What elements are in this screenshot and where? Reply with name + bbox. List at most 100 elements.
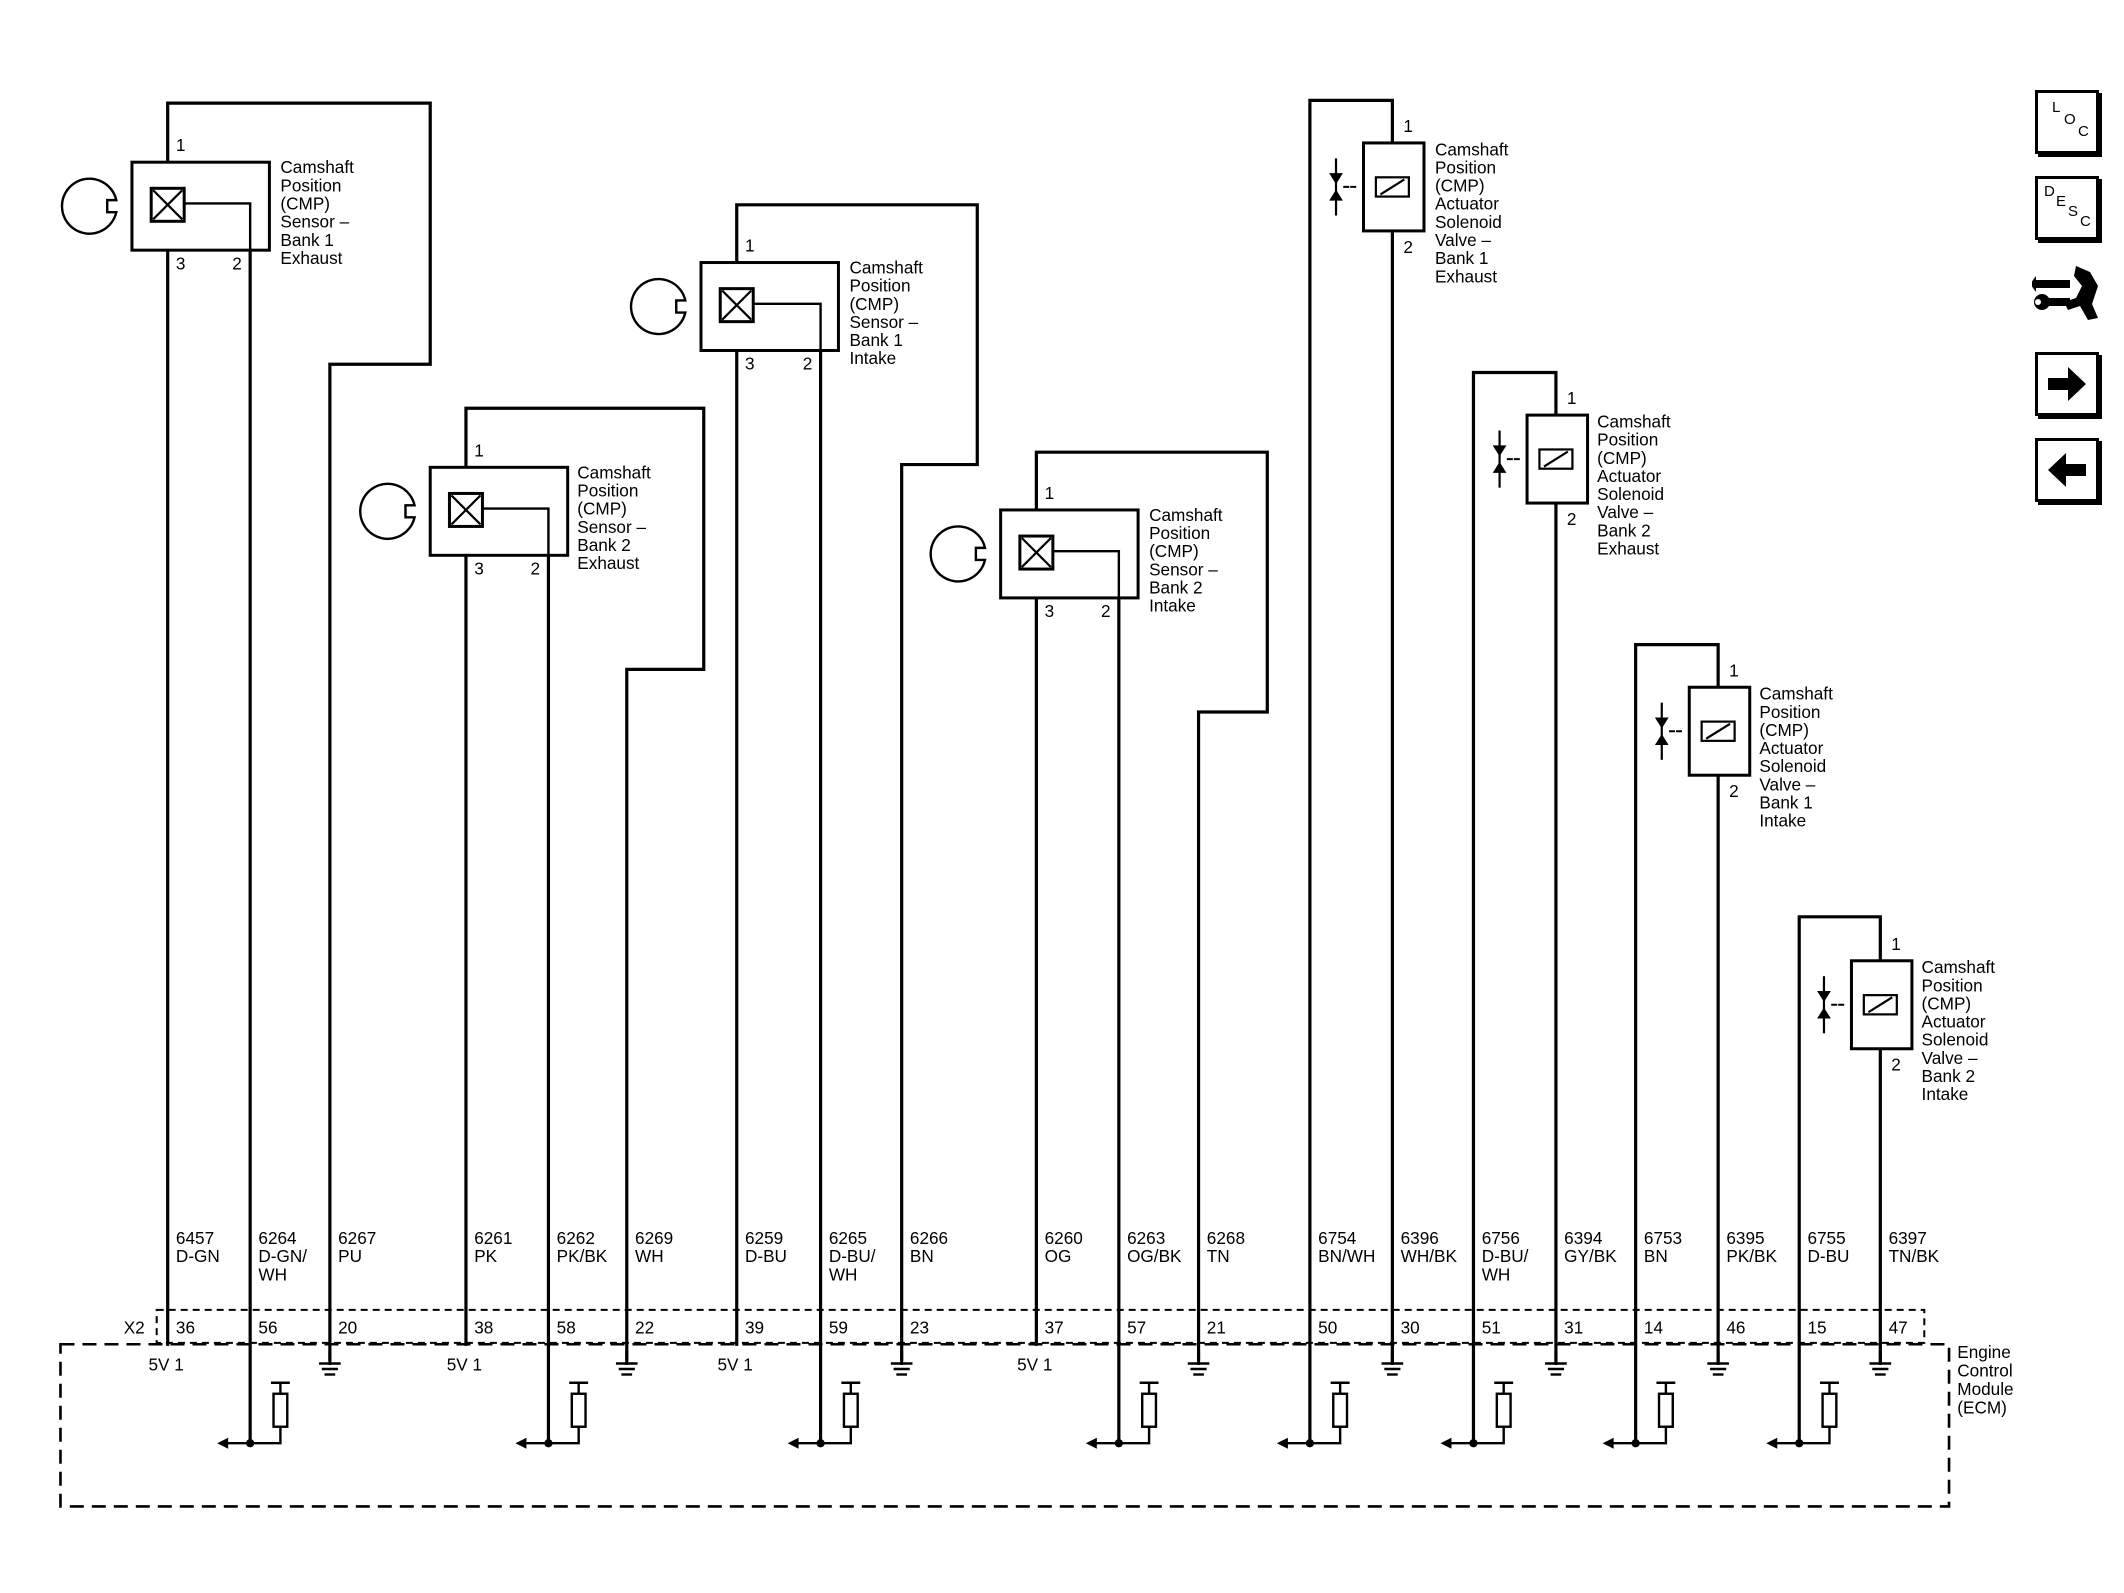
valve-arrow: [1817, 991, 1831, 1003]
signal-arrow-icon: [787, 1437, 799, 1449]
wire-color: D-BU/: [829, 1246, 876, 1266]
loc-button[interactable]: L O C: [2035, 90, 2099, 154]
component-label-line: Valve –: [1597, 502, 1653, 522]
valve-arrow: [1492, 445, 1507, 457]
ecm-label-line: (ECM): [1957, 1398, 2007, 1418]
circuit-number: 6395: [1726, 1228, 1764, 1248]
component-label-line: Position: [1922, 975, 1983, 995]
pin-number: 2: [1891, 1055, 1901, 1075]
connector-pin-number: 51: [1482, 1317, 1501, 1337]
pin-number: 2: [1729, 781, 1739, 801]
circuit-number: 6753: [1644, 1228, 1682, 1248]
resistor-lead: [1635, 1426, 1668, 1445]
next-button[interactable]: [2035, 352, 2099, 416]
pin-number: 2: [531, 559, 541, 579]
resistor-icon: [1332, 1392, 1349, 1428]
sensor-internal-lead: [753, 302, 822, 351]
wire-color: TN/BK: [1889, 1246, 1940, 1266]
sensor-x-stroke: [721, 289, 753, 321]
solenoid-coil-stroke: [1867, 996, 1893, 1014]
component-label-line: Position: [280, 175, 341, 195]
connector-pin-number: 50: [1318, 1317, 1337, 1337]
resistor-lead: [1473, 1426, 1505, 1445]
reluctor-wheel-icon: [60, 177, 118, 235]
circuit-number: 6268: [1207, 1228, 1245, 1248]
component-label-line: Camshaft: [1597, 411, 1671, 431]
component-label-line: Valve –: [1759, 774, 1815, 794]
connector-pin-number: 37: [1045, 1317, 1064, 1337]
circuit-number: 6266: [910, 1228, 948, 1248]
sensor-x-stroke: [450, 494, 482, 526]
wire-sensor-pin1: [1034, 450, 1269, 1361]
component-label-line: (CMP): [1922, 993, 1972, 1013]
component-label-line: Actuator: [1922, 1012, 1986, 1032]
pin-number: 2: [1403, 237, 1413, 257]
pin-number: 1: [745, 236, 755, 256]
component-label-line: Bank 2: [1597, 520, 1650, 540]
component-label-line: Camshaft: [849, 258, 923, 278]
signal-arrow-icon: [1276, 1437, 1288, 1449]
component-label-line: Valve –: [1922, 1048, 1978, 1068]
pin-number: 3: [745, 354, 755, 374]
sensor-x-stroke: [152, 189, 183, 221]
component-label-line: Exhaust: [280, 248, 342, 268]
circuit-number: 6755: [1807, 1228, 1845, 1248]
component-label-line: Sensor –: [849, 312, 918, 332]
component-label-line: Bank 2: [1922, 1066, 1975, 1086]
wire-color: PK/BK: [1726, 1246, 1777, 1266]
sensor-x-stroke: [1021, 537, 1052, 568]
signal-arrow-icon: [217, 1437, 229, 1449]
circuit-number: 6264: [258, 1228, 297, 1248]
circuit-number: 6756: [1482, 1228, 1520, 1248]
wire-color: GY/BK: [1564, 1246, 1617, 1266]
circuit-number: 6269: [635, 1228, 673, 1248]
component-label-line: (CMP): [1597, 448, 1647, 468]
wire-color: WH: [635, 1246, 664, 1266]
valve-arrow: [1654, 717, 1669, 729]
pin-number: 2: [232, 253, 242, 273]
pin-number: 3: [1045, 601, 1055, 621]
previous-button[interactable]: [2035, 438, 2099, 502]
pin-number: 3: [474, 559, 484, 579]
component-label-line: Camshaft: [1435, 139, 1509, 159]
pin-number: 3: [176, 253, 186, 273]
component-label-line: Position: [1597, 430, 1658, 450]
desc-button[interactable]: D E S C: [2035, 176, 2099, 240]
wire-solenoid-pin1: [1634, 643, 1720, 1444]
solenoid-coil-stroke: [1379, 178, 1405, 196]
ecm: [59, 1308, 1951, 1508]
cmp-solenoid-body: [1849, 959, 1914, 1051]
component-label-line: Position: [1149, 523, 1210, 543]
resistor-lead: [1118, 1426, 1151, 1445]
component-label-line: Exhaust: [1597, 538, 1659, 558]
ecm-outline: [59, 1342, 1951, 1508]
wire-lines: [166, 98, 1882, 1445]
resistor-lead: [1799, 1426, 1831, 1445]
signal-arrow-icon: [515, 1437, 527, 1449]
circuit-number: 6394: [1564, 1228, 1603, 1248]
connector-pin-number: 39: [745, 1317, 764, 1337]
component-label-line: (CMP): [577, 499, 627, 519]
pin-number: 1: [1403, 116, 1413, 136]
sensor-internal-lead: [184, 202, 252, 251]
pin-number: 1: [1729, 660, 1739, 680]
wire-color: D-BU: [1807, 1246, 1849, 1266]
wire-color: BN: [1644, 1246, 1668, 1266]
wire-sensor-pin1: [464, 406, 706, 1361]
component-label-line: Intake: [1922, 1084, 1969, 1104]
resistor-icon: [1821, 1392, 1838, 1428]
circuit-number: 6267: [338, 1228, 376, 1248]
harness-tool-icon[interactable]: [2030, 258, 2104, 330]
resistor-lead: [250, 1426, 282, 1445]
reluctor-wheel-icon: [929, 525, 987, 583]
component-label-line: Solenoid: [1435, 212, 1502, 232]
sensor-internal-lead: [1052, 549, 1121, 598]
circuit-number: 6260: [1045, 1228, 1083, 1248]
circuit-number: 6259: [745, 1228, 783, 1248]
wire-solenoid-pin1: [1797, 915, 1882, 1444]
connector-pin-number: 36: [176, 1317, 195, 1337]
resistor-icon: [570, 1392, 587, 1428]
valve-arrow: [1492, 461, 1507, 473]
wire-color: PK: [474, 1246, 497, 1266]
